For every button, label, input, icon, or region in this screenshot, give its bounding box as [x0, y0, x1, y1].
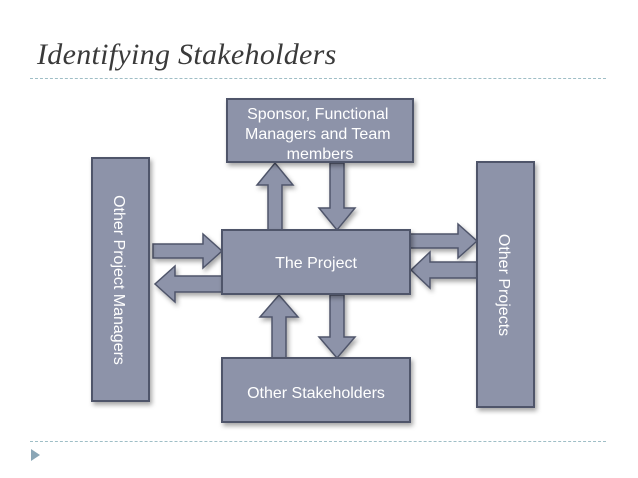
other-project-managers-box: [91, 157, 150, 402]
arrow-projects-to-project: [409, 250, 478, 290]
other-project-managers-label: Other Project Managers: [110, 195, 127, 365]
arrow-sponsor-to-project: [317, 162, 357, 232]
other-projects-box: [476, 161, 535, 408]
project-box: [221, 229, 411, 295]
sponsor-label-line-1: Sponsor, Functional: [247, 106, 388, 123]
arrow-project-to-stakeholders: [317, 294, 357, 360]
arrow-managers-to-project: [152, 232, 224, 270]
arrow-project-to-projects: [409, 222, 479, 260]
sponsor-box-label: Sponsor, Functional Managers and Team me…: [245, 106, 395, 163]
arrow-project-to-sponsor: [255, 161, 295, 231]
arrow-project-to-managers: [153, 264, 223, 304]
sponsor-label-line-2: Managers and Team: [245, 126, 391, 143]
project-box-label: The Project: [275, 255, 357, 272]
top-divider: [30, 78, 606, 79]
bottom-divider: [30, 441, 606, 442]
sponsor-label-line-3: members: [287, 146, 354, 163]
sponsor-box: [226, 98, 414, 163]
slide-title: Identifying Stakeholders: [37, 38, 337, 71]
other-stakeholders-label: Other Stakeholders: [247, 385, 385, 402]
other-projects-label: Other Projects: [495, 234, 512, 336]
arrow-stakeholders-to-project: [258, 293, 300, 359]
other-stakeholders-box: [221, 357, 411, 423]
triangle-bullet-icon: [31, 449, 40, 461]
